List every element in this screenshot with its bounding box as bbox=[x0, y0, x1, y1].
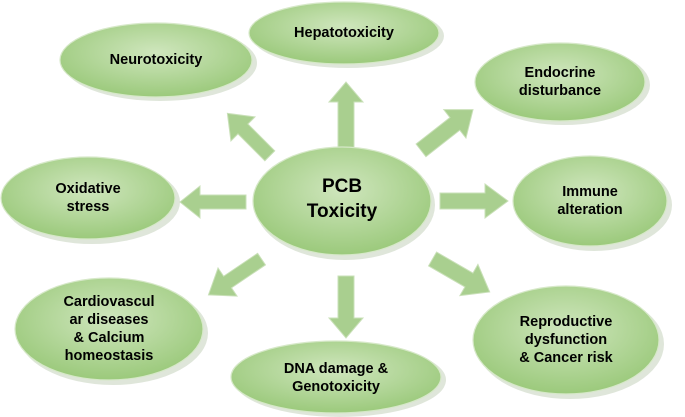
arrow-up-left bbox=[226, 112, 276, 162]
label-dna: DNA damage & Genotoxicity bbox=[283, 361, 389, 396]
node-cardio bbox=[14, 277, 204, 381]
label-neurotoxicity: Neurotoxicity bbox=[109, 52, 203, 68]
arrow-up bbox=[327, 81, 365, 149]
arrow-down bbox=[327, 275, 365, 339]
arrow-right bbox=[439, 183, 509, 219]
label-reproductive: Reproductive dysfunction & Cancer risk bbox=[519, 314, 613, 367]
node-hepatotoxicity bbox=[248, 1, 440, 65]
node-reproductive bbox=[472, 285, 660, 395]
label-center: PCB Toxicity bbox=[306, 176, 378, 222]
label-hepatotoxicity: Hepatotoxicity bbox=[294, 25, 394, 41]
node-neurotoxicity bbox=[59, 22, 253, 98]
label-oxidative: Oxidative stress bbox=[55, 181, 121, 216]
node-endocrine bbox=[474, 42, 646, 122]
node-dna bbox=[230, 340, 442, 414]
arrow-down-left bbox=[207, 252, 267, 297]
label-endocrine: Endocrine disturbance bbox=[518, 65, 602, 100]
arrow-down-right bbox=[427, 251, 491, 297]
node-oxidative bbox=[0, 156, 176, 240]
label-immune: Immune alteration bbox=[557, 184, 623, 219]
node-center bbox=[252, 146, 432, 256]
arrow-left bbox=[179, 184, 247, 220]
label-cardio: Cardiovascul ar diseases & Calcium homeo… bbox=[63, 294, 155, 365]
node-immune bbox=[512, 155, 668, 247]
arrow-up-right bbox=[415, 109, 474, 158]
